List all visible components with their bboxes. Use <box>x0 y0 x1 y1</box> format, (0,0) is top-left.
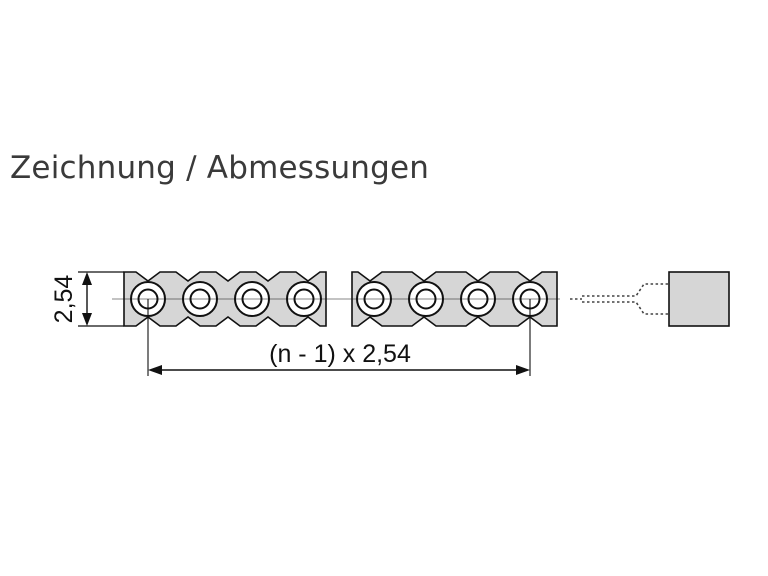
height-dimension <box>78 271 124 327</box>
length-dimension <box>147 299 531 376</box>
height-dimension-label: 2,54 <box>50 275 78 324</box>
section-heading: Zeichnung / Abmessungen <box>10 150 430 186</box>
side-view-body <box>668 271 730 327</box>
length-dimension-label: (n - 1) x 2,54 <box>269 340 411 368</box>
side-view-pin <box>570 283 668 315</box>
